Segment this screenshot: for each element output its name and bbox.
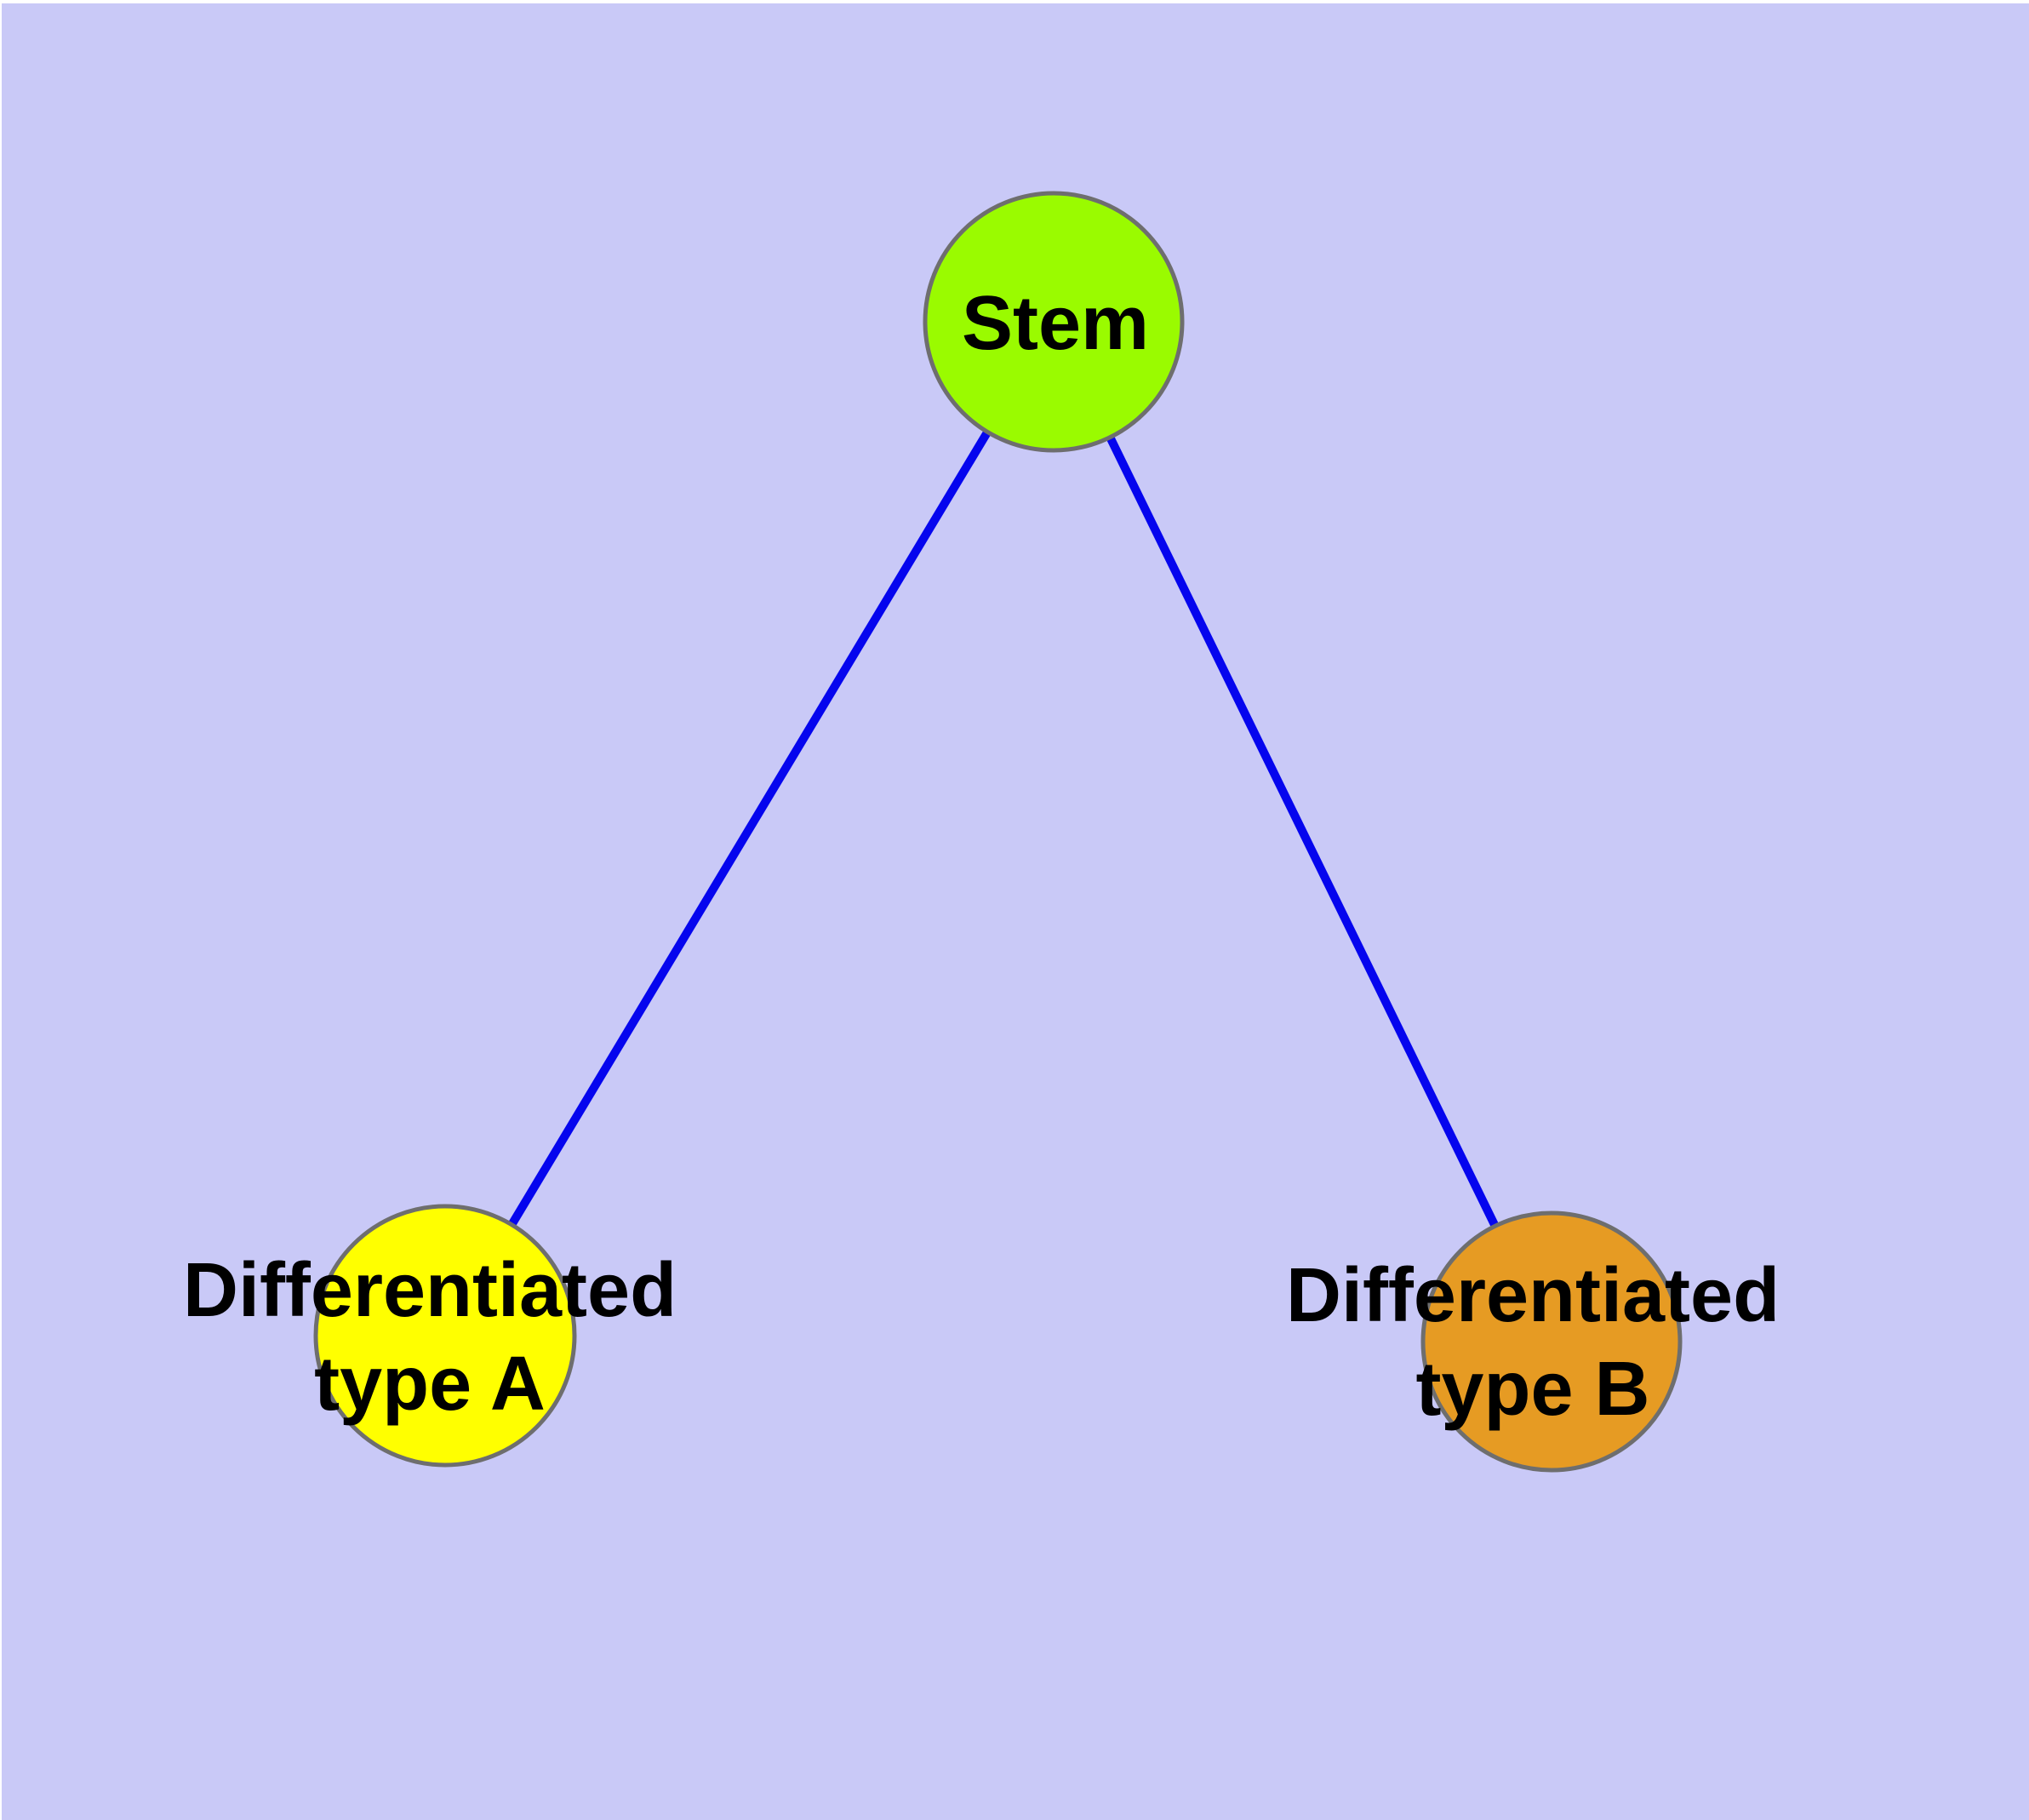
node-differentiated-type-a-label: Differentiated type A — [182, 1248, 677, 1427]
edge-stem-to-type-b — [1049, 319, 1556, 1344]
graph-svg — [2, 3, 2029, 1820]
edge-stem-to-type-a — [441, 319, 1058, 1338]
diagram-canvas: Stem Differentiated type A Differentiate… — [2, 3, 2029, 1820]
node-differentiated-type-b — [1420, 1210, 1683, 1473]
node-differentiated-type-a — [313, 1204, 577, 1468]
node-differentiated-type-b-label: Differentiated type B — [1285, 1253, 1780, 1432]
node-stem — [923, 191, 1185, 453]
node-stem-label: Stem — [961, 281, 1150, 366]
